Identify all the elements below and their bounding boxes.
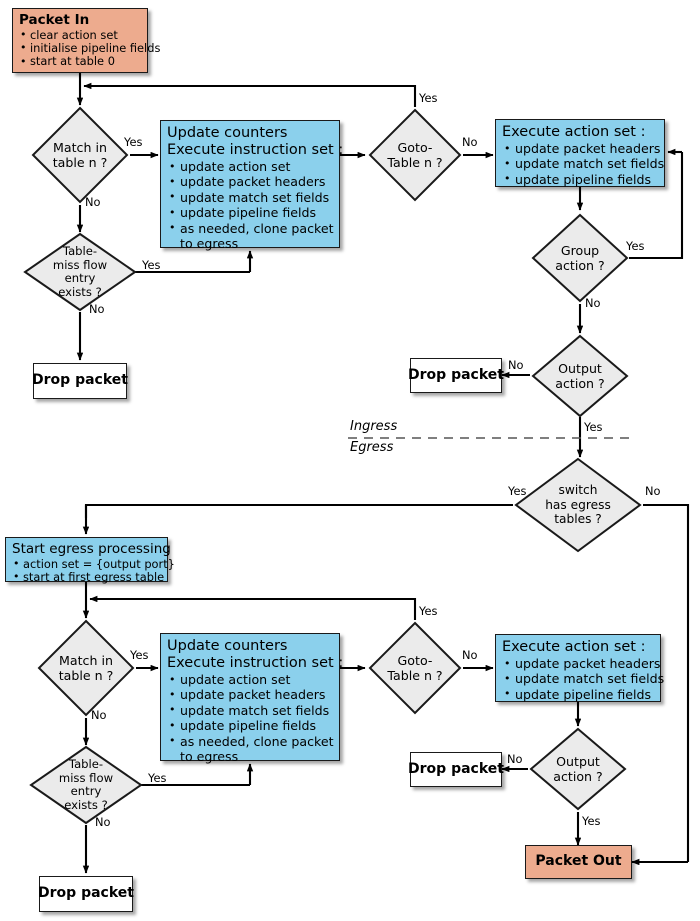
edge-label-match-yes-egress: Yes [130,648,149,662]
update-counters-title-2: Execute instruction set : [167,142,344,158]
edge-label-match-no-ingress: No [85,195,101,209]
node-drop-packet-output-ingress[interactable]: Drop packet [408,358,504,393]
node-drop-packet-output-egress[interactable]: Drop packet [408,752,504,787]
decision-group-action[interactable]: Group action ? [530,212,630,304]
drop-packet-label: Drop packet [38,885,134,902]
edge-label-output-no-ingress: No [508,358,524,372]
edge-label-group-yes: Yes [626,239,645,253]
diamond-shape [531,213,629,303]
start-egress-title: Start egress processing [12,541,171,557]
edge-label-goto-yes-ingress: Yes [419,91,438,105]
node-update-counters-egress[interactable]: Update counters Execute instruction set … [160,633,344,764]
packet-out-label: Packet Out [535,853,622,870]
edge-label-tablemiss-no-ingress: No [89,302,105,316]
execute-action-set-bullets: update packet headers update match set f… [502,655,664,702]
execute-action-set-title: Execute action set : [502,639,646,655]
diamond-shape [368,108,462,202]
zone-label-ingress: Ingress [350,419,398,434]
update-counters-bullets: update action set update packet headers … [167,671,334,764]
node-drop-packet-miss-egress[interactable]: Drop packet [38,876,134,912]
edge-label-goto-no-ingress: No [462,135,478,149]
decision-match-in-table-egress[interactable]: Match in table n ? [36,618,136,718]
diamond-shape [531,334,629,418]
node-execute-action-set-egress[interactable]: Execute action set : update packet heade… [495,634,664,702]
diamond-shape [29,745,143,825]
diamond-shape [37,619,135,717]
diamond-shape [23,232,137,312]
edge-label-tablemiss-yes-egress: Yes [148,771,167,785]
diamond-shape [529,727,627,811]
diamond-shape [31,106,129,204]
edge-label-output-yes-ingress: Yes [584,420,603,434]
decision-match-in-table-ingress[interactable]: Match in table n ? [30,105,130,205]
zone-label-egress: Egress [350,440,394,455]
drop-packet-label: Drop packet [32,372,128,389]
edge-label-switch-egress-yes: Yes [508,484,527,498]
decision-goto-table-egress[interactable]: Goto- Table n ? [367,620,463,716]
edge-label-output-no-egress: No [507,752,523,766]
decision-table-miss-ingress[interactable]: Table- miss flow entry exists ? [22,232,138,312]
edge-label-tablemiss-no-egress: No [95,815,111,829]
edge-label-tablemiss-yes-ingress: Yes [142,258,161,272]
packet-in-title: Packet In [19,12,90,28]
decision-output-action-ingress[interactable]: Output action ? [530,333,630,419]
edge-label-switch-egress-no: No [645,484,661,498]
update-counters-bullets: update action set update packet headers … [167,158,334,251]
edge-label-match-no-egress: No [91,708,107,722]
decision-output-action-egress[interactable]: Output action ? [528,726,628,812]
edge-label-goto-yes-egress: Yes [419,604,438,618]
update-counters-title-2: Execute instruction set : [167,655,344,671]
drop-packet-label: Drop packet [408,366,504,383]
decision-switch-has-egress-tables[interactable]: switch has egress tables ? [513,457,643,553]
node-execute-action-set-ingress[interactable]: Execute action set : update packet heade… [495,119,665,187]
node-update-counters-ingress[interactable]: Update counters Execute instruction set … [160,120,344,251]
decision-goto-table-ingress[interactable]: Goto- Table n ? [367,107,463,203]
start-egress-bullets: action set = {output port} start at firs… [12,557,175,585]
decision-table-miss-egress[interactable]: Table- miss flow entry exists ? [28,745,144,825]
execute-action-set-title: Execute action set : [502,124,646,140]
node-packet-in[interactable]: Packet In clear action set initialise pi… [12,8,160,73]
packet-in-bullets: clear action set initialise pipeline fie… [19,28,160,69]
node-drop-packet-miss-ingress[interactable]: Drop packet [32,363,128,399]
update-counters-title-1: Update counters [167,125,288,141]
drop-packet-label: Drop packet [408,760,504,777]
edge-label-match-yes-ingress: Yes [124,135,143,149]
update-counters-title-1: Update counters [167,638,288,654]
edge-label-output-yes-egress: Yes [582,814,601,828]
edge-label-goto-no-egress: No [462,648,478,662]
diamond-shape [514,457,642,553]
node-start-egress-processing[interactable]: Start egress processing action set = {ou… [5,537,175,585]
diamond-shape [368,621,462,715]
node-packet-out[interactable]: Packet Out [525,845,632,879]
execute-action-set-bullets: update packet headers update match set f… [502,140,664,187]
edge-label-group-no: No [585,296,601,310]
